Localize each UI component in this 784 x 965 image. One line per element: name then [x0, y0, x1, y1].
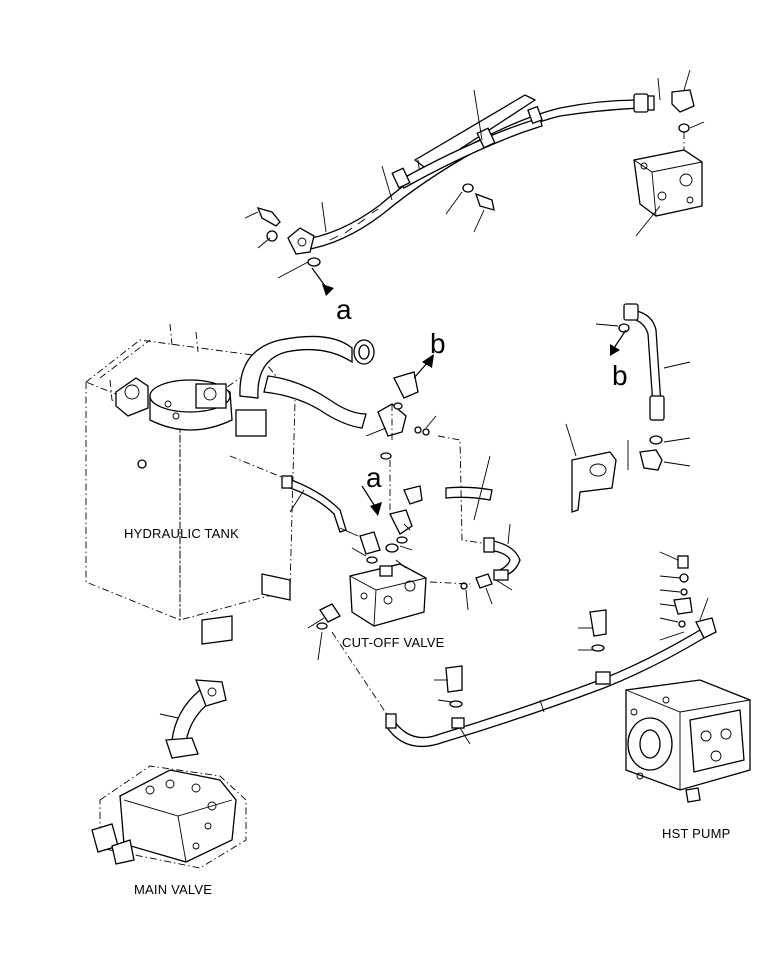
hst-pump-label: HST PUMP [662, 826, 731, 841]
right-hose-assembly [565, 303, 691, 513]
reference-b-top: b [430, 328, 446, 359]
main-valve-label: MAIN VALVE [134, 882, 213, 897]
valve-block [633, 149, 703, 237]
top-hose-assembly [244, 69, 705, 296]
cutoff-valve [307, 354, 521, 661]
main-valve [91, 679, 247, 869]
lower-hose-assembly [331, 551, 717, 748]
hydraulic-tank [85, 323, 375, 645]
reference-b-right: b [612, 360, 628, 391]
reference-a-middle: a [366, 462, 382, 493]
hst-pump [625, 679, 751, 803]
reference-a-top: a [336, 294, 352, 325]
cutoff-valve-label: CUT-OFF VALVE [342, 635, 445, 650]
hydraulic-tank-label: HYDRAULIC TANK [124, 526, 240, 541]
